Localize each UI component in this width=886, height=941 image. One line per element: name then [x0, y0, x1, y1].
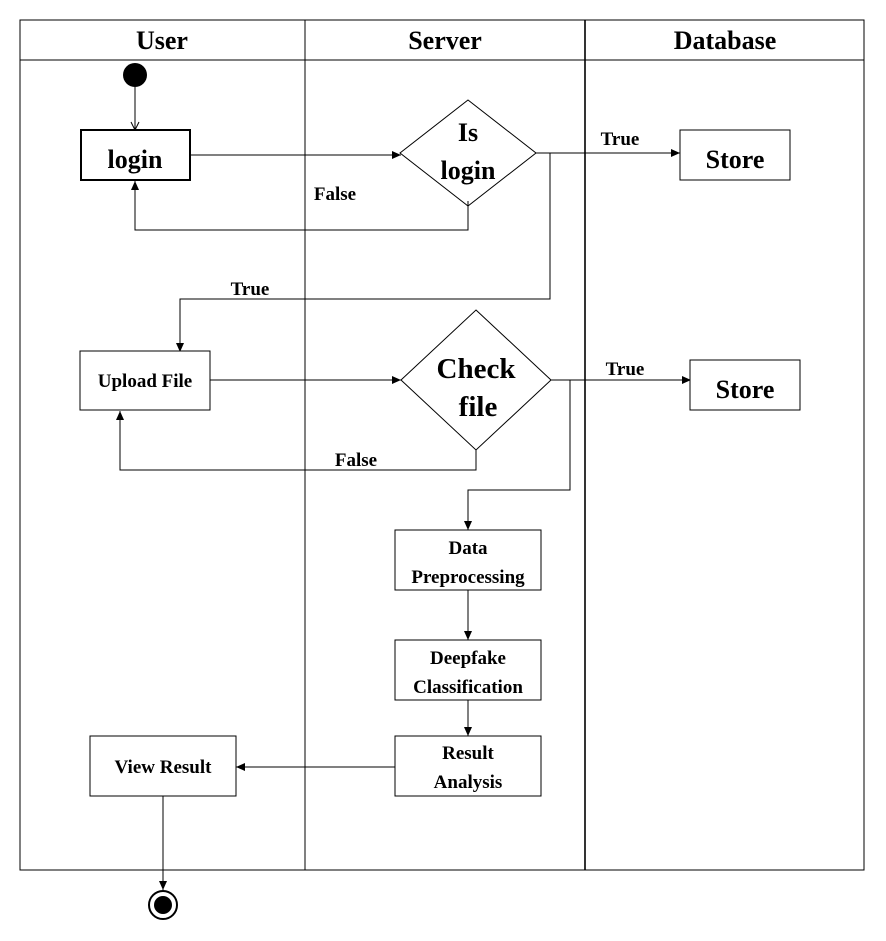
view-result-node — [89, 735, 237, 797]
is-login-label-line2: login — [441, 156, 496, 185]
upload-file-label: Upload File — [98, 371, 192, 392]
store-node-2-label: Store — [716, 375, 775, 404]
store-node-1-label: Store — [706, 145, 765, 174]
result-analysis-node — [394, 735, 542, 797]
edge-label-check-false: False — [335, 450, 377, 471]
data-preprocessing-label-line1: Data — [448, 538, 488, 559]
login-node-label: login — [108, 145, 163, 174]
edge-label-login-true-store: True — [601, 129, 640, 150]
check-file-label-line1: Check — [437, 353, 517, 385]
edge-islogin-upload — [176, 152, 551, 352]
store-node-1 — [679, 129, 791, 181]
lane-header-user: User — [136, 26, 188, 55]
edge-label-login-false: False — [314, 184, 356, 205]
edge-label-check-true-store: True — [606, 359, 645, 380]
result-analysis-label-line1: Result — [442, 743, 494, 764]
deepfake-classification-label-line2: Classification — [413, 677, 523, 698]
edge-islogin-false — [131, 181, 469, 231]
swimlane-frame — [19, 19, 865, 871]
start-node — [123, 63, 147, 87]
edge-checkfile-false — [116, 411, 477, 471]
login-node — [80, 129, 191, 181]
edge-checkfile-preprocessing — [464, 379, 571, 530]
edge-label-login-true-upload: True — [231, 279, 270, 300]
deepfake-classification-label-line1: Deepfake — [430, 648, 506, 669]
view-result-label: View Result — [115, 757, 213, 778]
lane-header-server: Server — [408, 26, 482, 55]
end-node — [148, 890, 178, 920]
check-file-label-line2: file — [459, 391, 498, 423]
upload-file-node — [79, 350, 211, 411]
store-node-2 — [689, 359, 801, 411]
is-login-decision — [399, 99, 537, 207]
lane-header-database: Database — [674, 26, 777, 55]
is-login-label-line1: Is — [458, 118, 478, 147]
data-preprocessing-node — [394, 529, 542, 591]
data-preprocessing-label-line2: Preprocessing — [411, 567, 525, 588]
result-analysis-label-line2: Analysis — [434, 772, 503, 793]
